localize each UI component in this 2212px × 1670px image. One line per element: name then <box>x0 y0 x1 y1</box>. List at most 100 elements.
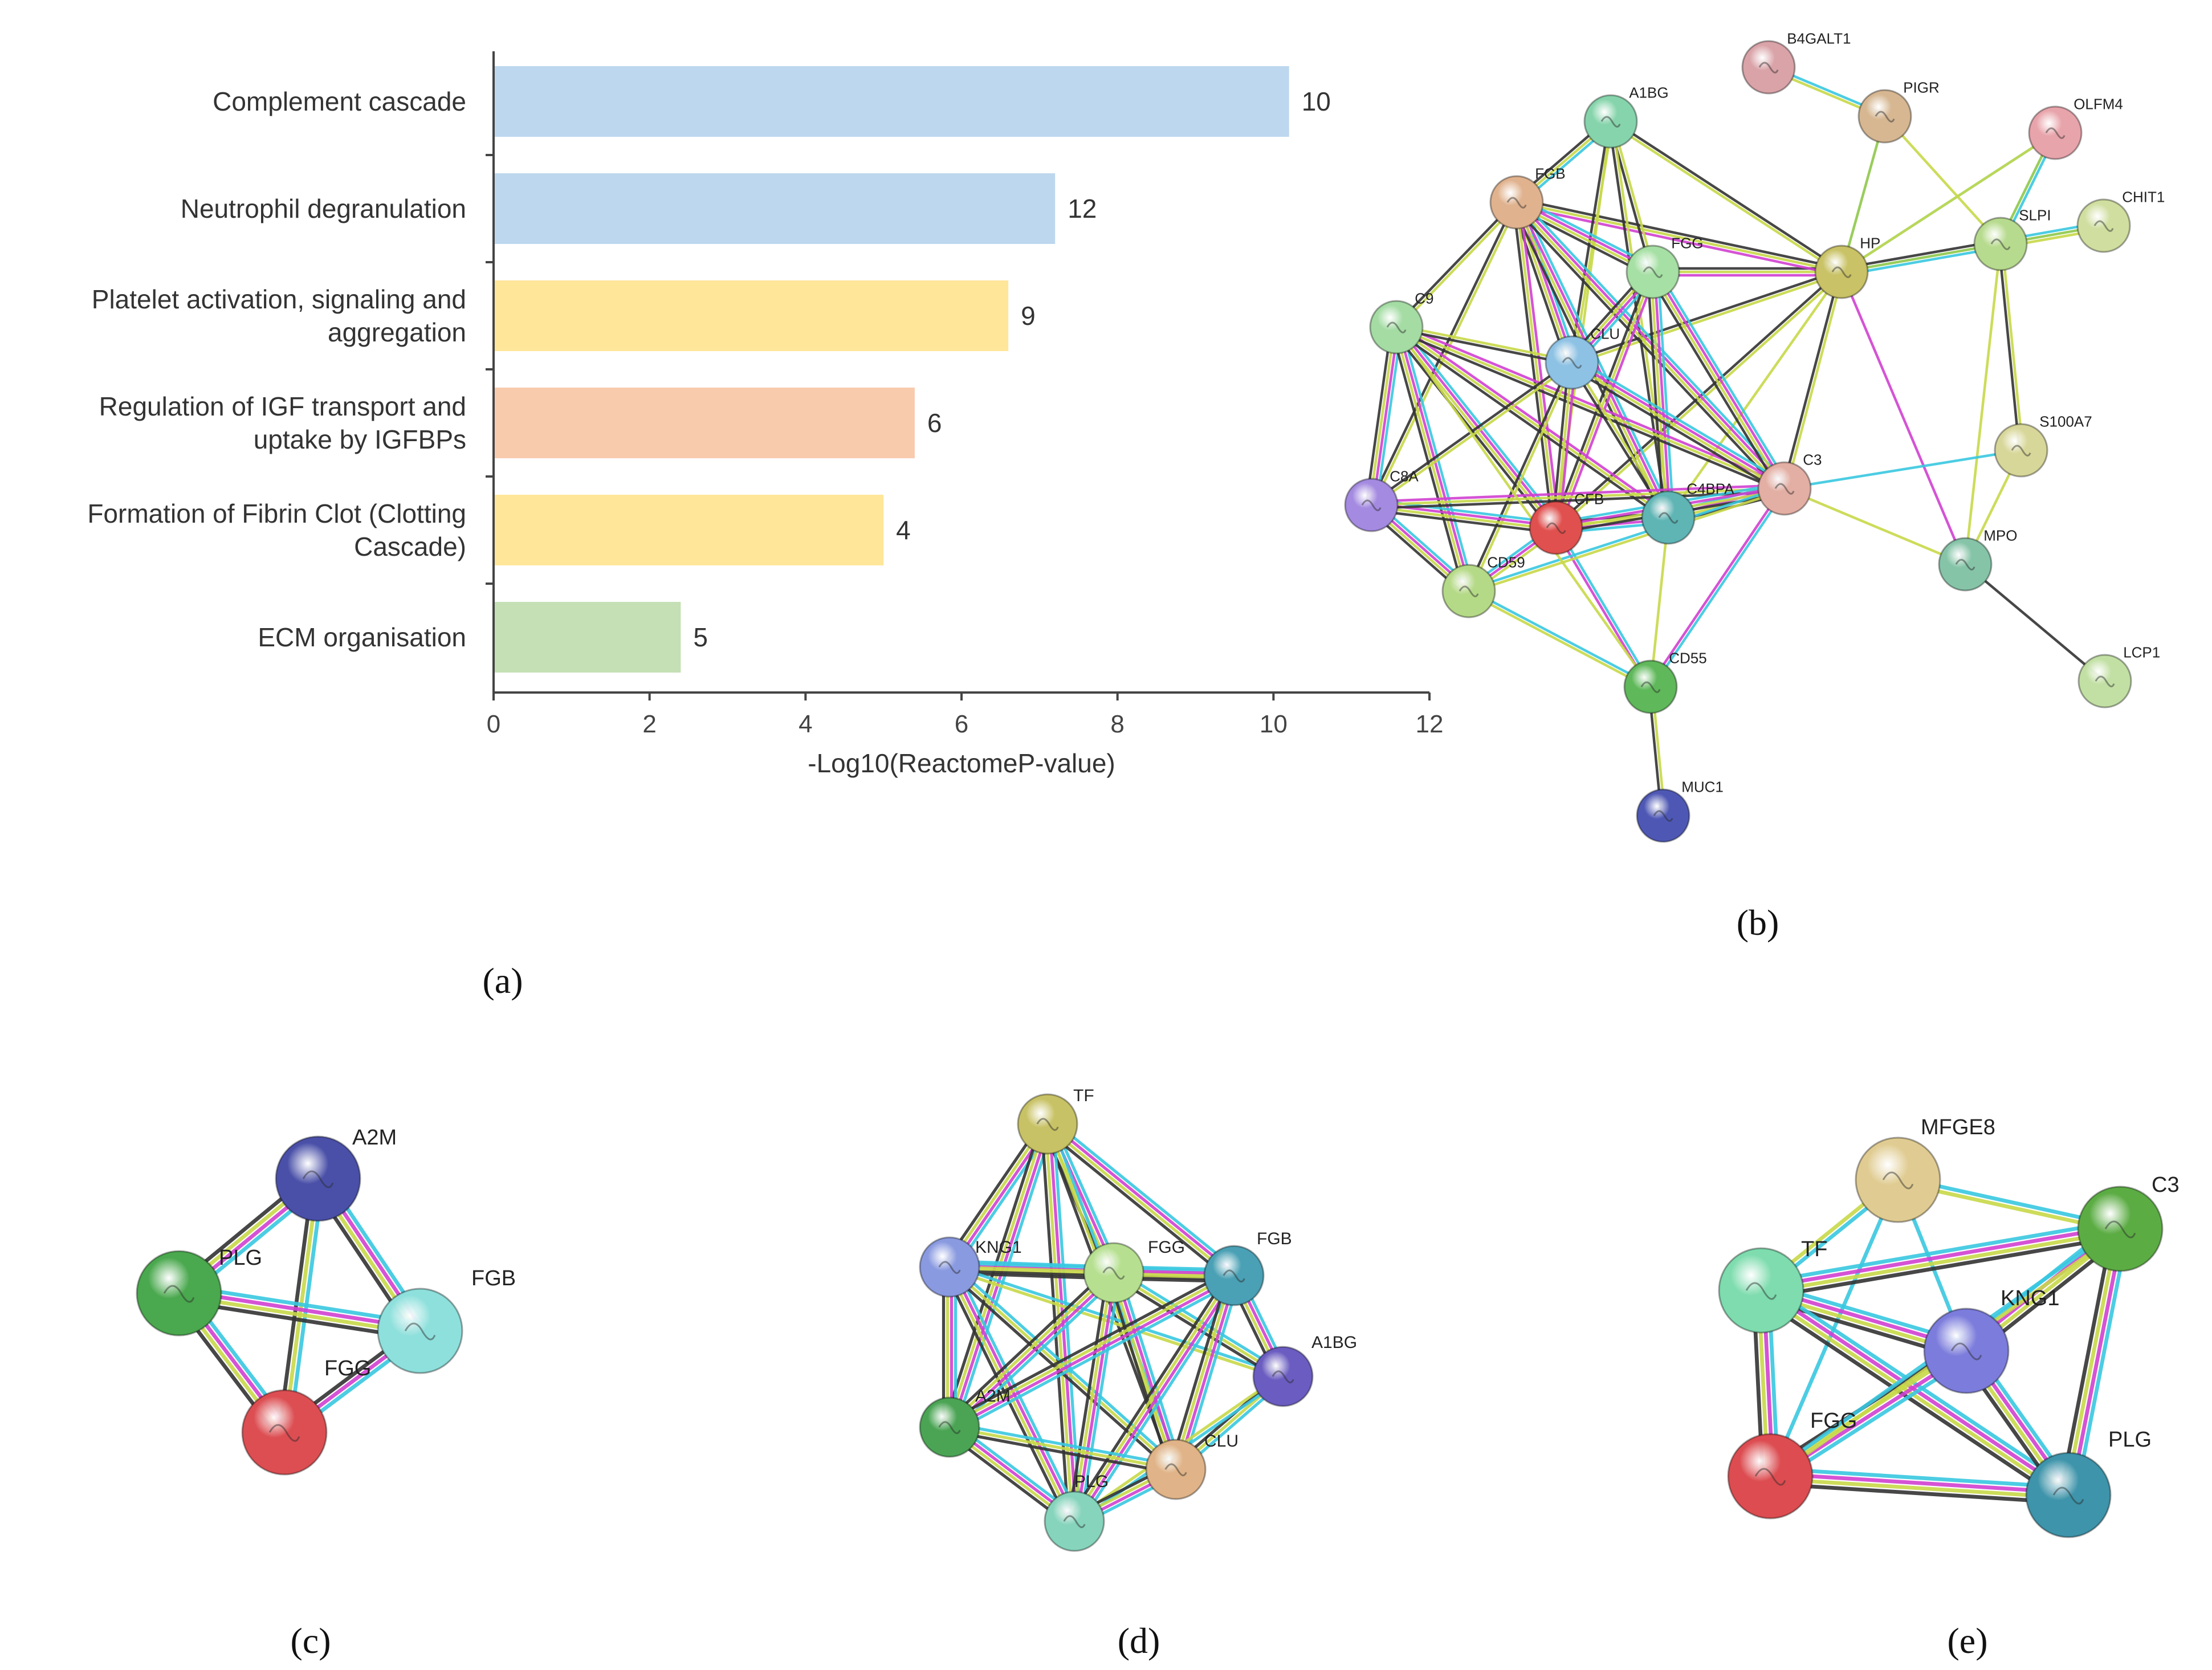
node-fgb[interactable]: FGB <box>1489 165 1566 230</box>
network-edge <box>1396 324 1573 362</box>
network-edge <box>1572 360 1786 488</box>
network-edge <box>1396 325 1785 490</box>
node-c4bpa[interactable]: C4BPA <box>1641 480 1734 545</box>
node-bubble[interactable] <box>1855 1137 1941 1223</box>
network-edge <box>946 1267 1074 1523</box>
network-edge <box>1571 269 1842 362</box>
node-bubble[interactable] <box>1626 245 1680 299</box>
node-a2m[interactable]: A2M <box>919 1387 1011 1458</box>
node-bubble[interactable] <box>919 1236 980 1298</box>
node-a1bg[interactable]: A1BG <box>1583 84 1669 149</box>
node-olfm4[interactable]: OLFM4 <box>2028 96 2123 160</box>
network-edge <box>1172 1274 1234 1469</box>
node-a1bg[interactable]: A1BG <box>1252 1333 1357 1407</box>
node-bubble[interactable] <box>2077 654 2132 708</box>
node-tf[interactable]: TF <box>1017 1086 1094 1155</box>
node-c3[interactable]: C3 <box>1757 451 1822 516</box>
node-label: C3 <box>2152 1173 2180 1197</box>
node-c3[interactable]: C3 <box>2077 1173 2180 1272</box>
node-fgb[interactable]: FGB <box>377 1266 516 1374</box>
node-bubble[interactable] <box>1741 40 1796 95</box>
node-bubble[interactable] <box>1718 1247 1804 1334</box>
node-bubble[interactable] <box>377 1288 463 1374</box>
node-bubble[interactable] <box>1017 1093 1078 1155</box>
node-kng1[interactable]: KNG1 <box>919 1236 1022 1298</box>
node-kng1[interactable]: KNG1 <box>1923 1286 2059 1394</box>
node-plg[interactable]: PLG <box>2025 1428 2152 1538</box>
node-clu[interactable]: CLU <box>1545 325 1620 390</box>
node-bubble[interactable] <box>1369 300 1424 355</box>
node-bubble[interactable] <box>1344 478 1399 532</box>
node-c9[interactable]: C9 <box>1369 290 1433 355</box>
node-c8a[interactable]: C8A <box>1344 468 1419 532</box>
node-label: S100A7 <box>2039 413 2092 430</box>
node-bubble[interactable] <box>1636 788 1690 843</box>
network-edge <box>1649 517 1670 687</box>
category-label: Regulation of IGF transport and <box>99 392 466 421</box>
node-fgg[interactable]: FGG <box>1626 235 1704 299</box>
node-bubble[interactable] <box>1203 1245 1265 1306</box>
node-bubble[interactable] <box>1757 461 1812 516</box>
node-bubble[interactable] <box>1973 217 2028 271</box>
node-a2m[interactable]: A2M <box>275 1126 397 1222</box>
network-edge <box>1050 1118 1239 1272</box>
node-bubble[interactable] <box>1083 1242 1144 1304</box>
node-bubble[interactable] <box>1857 89 1912 144</box>
network-edge <box>1368 327 1396 505</box>
node-slpi[interactable]: SLPI <box>1973 207 2051 271</box>
node-bubble[interactable] <box>2077 1186 2164 1272</box>
node-s100a7[interactable]: S100A7 <box>1994 413 2092 478</box>
node-label: FGG <box>1148 1238 1185 1257</box>
node-label: CHIT1 <box>2122 189 2165 206</box>
node-bubble[interactable] <box>2025 1452 2112 1538</box>
node-bubble[interactable] <box>1252 1346 1314 1407</box>
node-clu[interactable]: CLU <box>1145 1432 1239 1500</box>
node-mpo[interactable]: MPO <box>1938 527 2017 592</box>
bar-data-label: 5 <box>693 622 708 652</box>
node-bubble[interactable] <box>1044 1490 1105 1552</box>
node-bubble[interactable] <box>136 1250 222 1337</box>
node-bubble[interactable] <box>1641 490 1696 545</box>
node-bubble[interactable] <box>1994 423 2048 478</box>
network-edge <box>1516 201 1842 274</box>
node-cd59[interactable]: CD59 <box>1441 554 1525 618</box>
node-b4galt1[interactable]: B4GALT1 <box>1741 30 1851 95</box>
node-pigr[interactable]: PIGR <box>1857 79 1940 144</box>
node-hp[interactable]: HP <box>1814 235 1880 299</box>
node-plg[interactable]: PLG <box>136 1246 262 1337</box>
node-bubble[interactable] <box>1623 659 1678 714</box>
node-bubble[interactable] <box>1583 94 1638 149</box>
node-cfb[interactable]: CFB <box>1529 491 1604 555</box>
node-bubble[interactable] <box>919 1396 980 1458</box>
node-bubble[interactable] <box>275 1135 361 1222</box>
node-mfge8[interactable]: MFGE8 <box>1855 1115 1995 1223</box>
node-label: CLU <box>1204 1432 1239 1451</box>
node-cd55[interactable]: CD55 <box>1623 650 1707 714</box>
network-edge <box>1395 326 1652 688</box>
node-plg[interactable]: PLG <box>1044 1472 1109 1552</box>
node-bubble[interactable] <box>1441 564 1496 618</box>
node-bubble[interactable] <box>2076 198 2131 253</box>
node-fgg[interactable]: FGG <box>1727 1409 1857 1520</box>
node-bubble[interactable] <box>1489 175 1544 230</box>
node-bubble[interactable] <box>1545 335 1599 390</box>
node-lcp1[interactable]: LCP1 <box>2077 644 2160 708</box>
node-bubble[interactable] <box>2028 105 2083 160</box>
node-chit1[interactable]: CHIT1 <box>2076 189 2165 253</box>
network-edge <box>1390 328 1465 593</box>
node-bubble[interactable] <box>1145 1439 1207 1500</box>
node-tf[interactable]: TF <box>1718 1237 1827 1334</box>
node-fgg[interactable]: FGG <box>241 1357 371 1476</box>
node-bubble[interactable] <box>1529 500 1583 555</box>
network-edge <box>1371 202 1520 507</box>
node-bubble[interactable] <box>1727 1433 1814 1520</box>
node-bubble[interactable] <box>1923 1308 2010 1394</box>
node-bubble[interactable] <box>1938 537 1993 592</box>
node-bubble[interactable] <box>1814 245 1869 299</box>
node-fgb[interactable]: FGB <box>1203 1229 1292 1306</box>
node-bubble[interactable] <box>241 1389 328 1476</box>
node-fgg[interactable]: FGG <box>1083 1238 1185 1304</box>
protein-structure-icon <box>1562 357 1582 369</box>
node-muc1[interactable]: MUC1 <box>1636 779 1724 843</box>
